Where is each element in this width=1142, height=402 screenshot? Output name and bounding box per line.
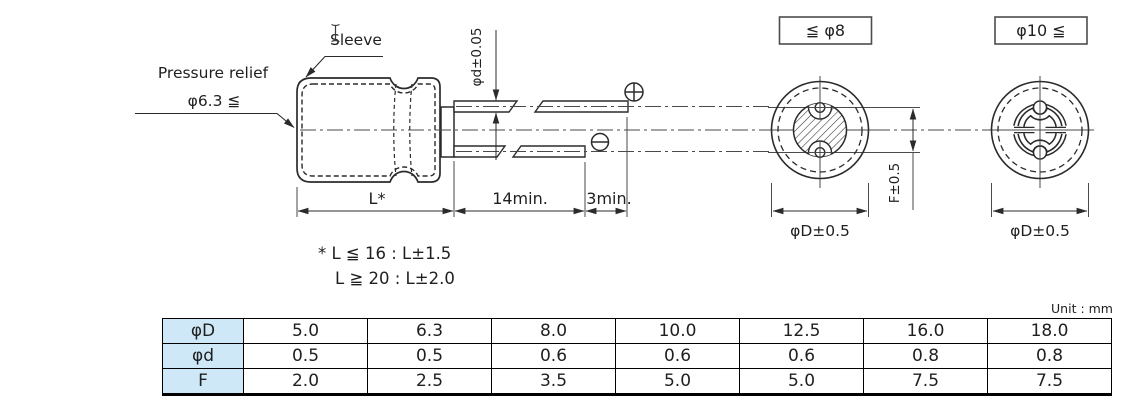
table-cell: 0.5 (243, 343, 368, 369)
table-cell: 0.6 (739, 343, 864, 369)
table-row-lead-diameter: φd 0.5 0.5 0.6 0.6 0.6 0.8 0.8 (162, 343, 1112, 369)
unit-label: Unit : mm (1051, 301, 1113, 316)
case-outline (770, 80, 870, 180)
tolerance-notes: * L ≦ 16 : L±1.5 L ≧ 20 : L±2.0 (318, 244, 455, 288)
end-view-large-case: φD±0.5 (986, 76, 1094, 240)
row-header-lead-pitch: F (162, 368, 244, 396)
table-cell: 3.5 (491, 368, 616, 396)
pressure-relief-label: Pressure relief (158, 64, 269, 82)
note-line-2: L ≧ 20 : L±2.0 (335, 269, 455, 288)
row-header-lead-diameter: φd (162, 343, 244, 369)
negative-lead (453, 145, 586, 158)
table-cell: 0.8 (987, 343, 1112, 369)
table-row-case-diameter: φD 5.0 6.3 8.0 10.0 12.5 16.0 18.0 (162, 318, 1112, 344)
note-line-1: * L ≦ 16 : L±1.5 (318, 244, 451, 263)
crimp-groove-line (409, 83, 413, 177)
table-cell: 10.0 (615, 318, 740, 344)
dimension-table: φD 5.0 6.3 8.0 10.0 12.5 16.0 18.0 φd 0.… (162, 318, 1112, 396)
sleeve-leader-line (305, 55, 383, 78)
capacitor-side-view (296, 77, 986, 183)
large-case-range-label: φ10 ≦ (1016, 21, 1065, 40)
pressure-relief-leader-line (135, 112, 295, 128)
case-outline (990, 80, 1090, 180)
crimp-groove-line (393, 83, 397, 177)
end-view-small-case: φD±0.5 F±0.5 (766, 76, 920, 240)
table-cell: 5.0 (739, 368, 864, 396)
table-cell: 18.0 (987, 318, 1112, 344)
table-cell: 8.0 (491, 318, 616, 344)
lead-stagger-dimension: 3min. (586, 189, 631, 208)
small-case-range-label: ≦ φ8 (806, 21, 845, 40)
lead-length-dimension: 14min. (492, 189, 548, 208)
sleeve-edge-dashed (777, 87, 863, 173)
table-cell: 7.5 (863, 368, 988, 396)
case-length-dimension: L* (369, 189, 386, 208)
positive-lead (453, 100, 629, 113)
sleeve-edge-dashed (997, 87, 1083, 173)
lead-seat (440, 106, 455, 158)
table-row-lead-pitch: F 2.0 2.5 3.5 5.0 5.0 7.5 7.5 (162, 368, 1112, 396)
table-cell: 0.5 (367, 343, 492, 369)
small-case-range-box (778, 16, 873, 45)
table-cell: 0.6 (615, 343, 740, 369)
row-header-case-diameter: φD (162, 318, 244, 344)
size-range-boxes: ≦ φ8 φ10 ≦ (778, 16, 1088, 45)
table-cell: 5.0 (243, 318, 368, 344)
lead-pitch-dimension: F±0.5 (887, 163, 903, 204)
large-case-diameter-dimension: φD±0.5 (1010, 222, 1070, 240)
table-cell: 5.0 (615, 368, 740, 396)
side-view-dimensions: φd±0.05 L* 14min. 3min. (296, 28, 632, 217)
callouts: Pressure relief φ6.3 ≦ Sleeve (135, 23, 383, 128)
table-cell: 6.3 (367, 318, 492, 344)
sleeve-outline (301, 83, 436, 177)
text-cursor-icon (331, 23, 340, 43)
sleeve-label: Sleeve (330, 31, 382, 49)
table-cell: 2.5 (367, 368, 492, 396)
table-cell: 7.5 (987, 368, 1112, 396)
cross-vent-pattern (1013, 96, 1067, 164)
large-case-range-box (994, 16, 1088, 45)
table-cell: 2.0 (243, 368, 368, 396)
plus-polarity-icon (624, 82, 644, 102)
centerlines (300, 106, 986, 152)
small-case-diameter-dimension: φD±0.5 (790, 222, 850, 240)
pressure-relief-diameter-label: φ6.3 ≦ (188, 92, 241, 110)
table-cell: 0.8 (863, 343, 988, 369)
table-cell: 0.6 (491, 343, 616, 369)
minus-polarity-icon (590, 132, 610, 152)
lead-diameter-label: φd±0.05 (469, 28, 485, 87)
table-cell: 16.0 (863, 318, 988, 344)
table-cell: 12.5 (739, 318, 864, 344)
